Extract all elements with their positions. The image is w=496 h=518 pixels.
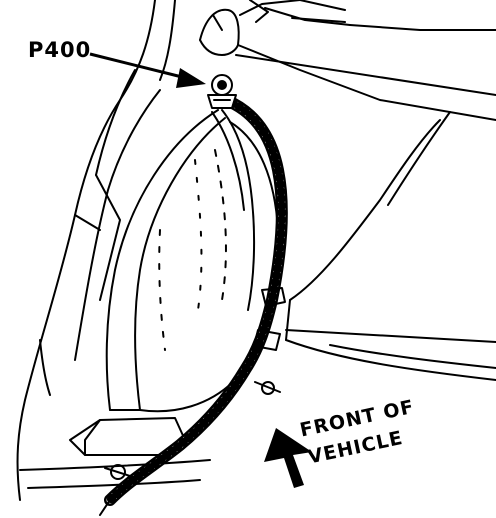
wiring-harness xyxy=(99,94,288,516)
connector-p400 xyxy=(207,74,237,109)
wheel-house xyxy=(105,109,280,413)
body-pillar xyxy=(16,0,176,501)
callout-arrow xyxy=(89,52,206,88)
floor-panel xyxy=(235,44,496,381)
connector-label: P400 xyxy=(28,38,92,62)
upper-bracket xyxy=(199,0,496,56)
front-direction-arrow xyxy=(264,428,312,488)
